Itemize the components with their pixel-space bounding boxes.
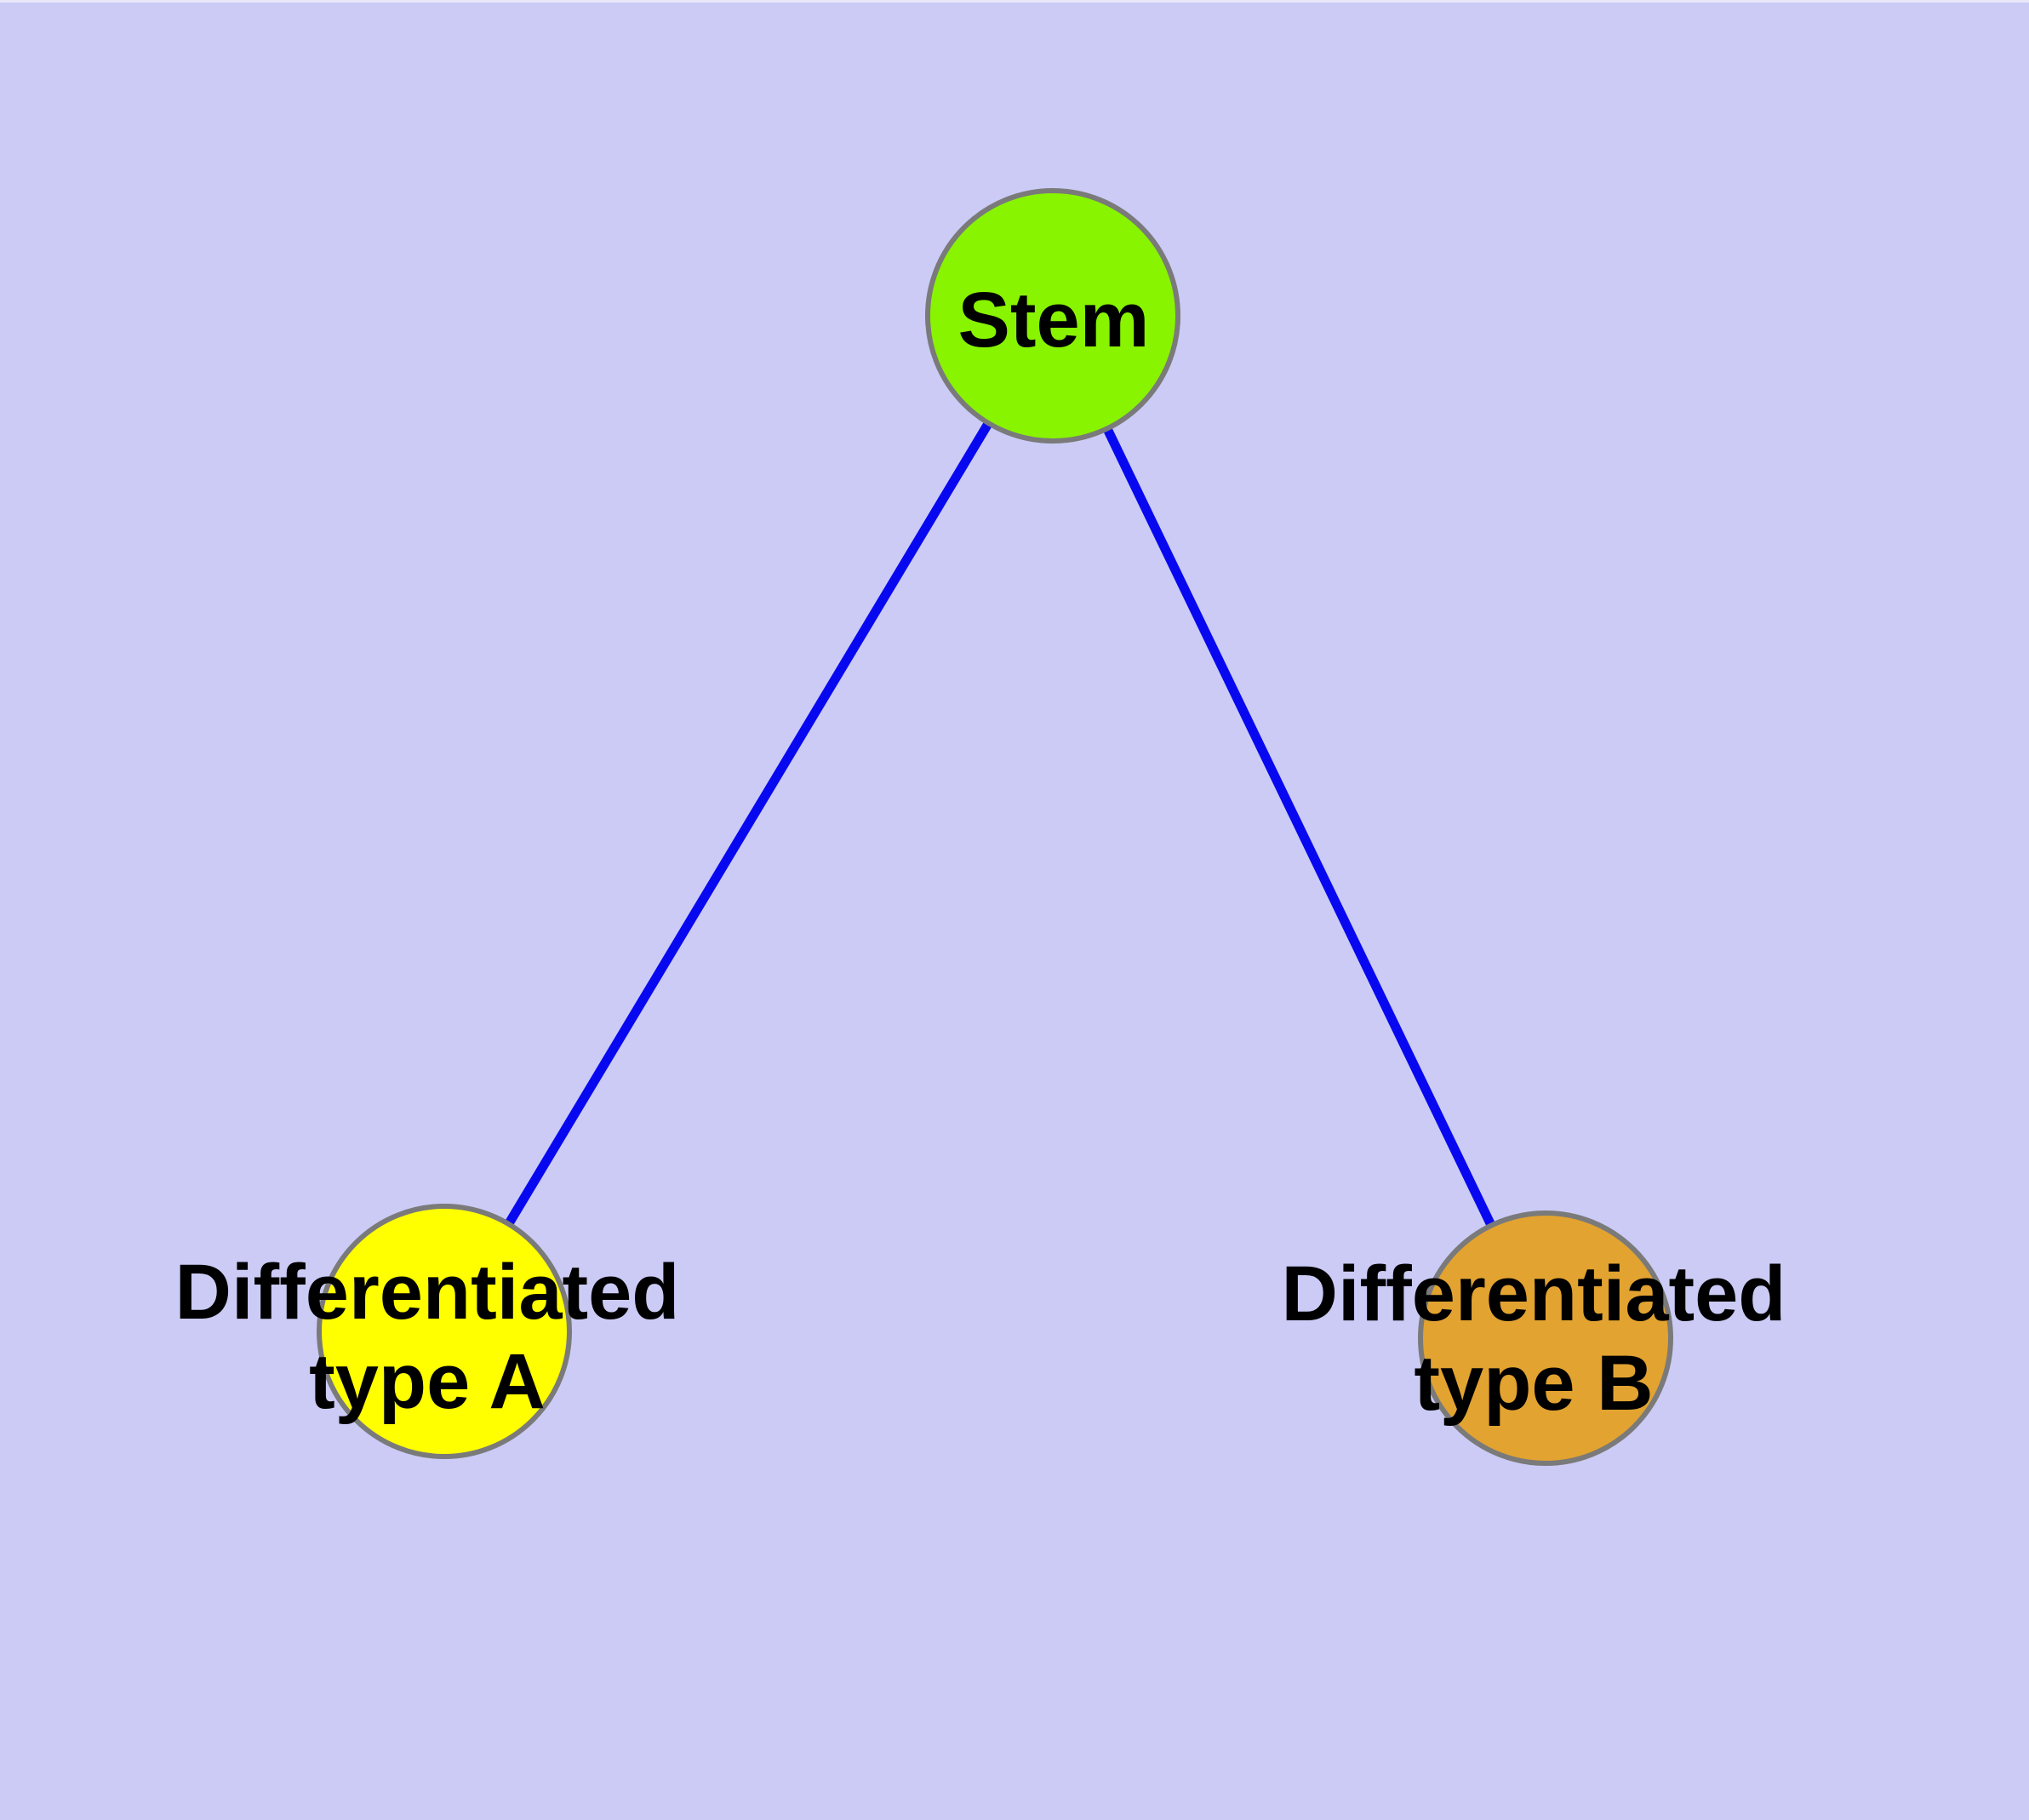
top-edge-highlight bbox=[0, 0, 2029, 3]
node-stem-circle bbox=[925, 188, 1180, 444]
node-differentiated-type-a-label-line-1: Differentiated bbox=[175, 1249, 680, 1336]
node-stem: Stem bbox=[925, 188, 1180, 444]
node-differentiated-type-a-circle bbox=[317, 1204, 572, 1459]
edges-layer bbox=[440, 313, 1550, 1341]
node-differentiated-type-a-label-line-2: type A bbox=[309, 1338, 546, 1425]
node-stem-label-line-1: Stem bbox=[958, 277, 1150, 363]
node-differentiated-type-b-label-line-2: type B bbox=[1414, 1340, 1653, 1427]
node-differentiated-type-b-circle bbox=[1418, 1210, 1673, 1466]
edge-stem-to-type-a bbox=[440, 313, 1057, 1334]
edge-stem-to-type-b bbox=[1049, 313, 1550, 1341]
node-differentiated-type-b-label-line-1: Differentiated bbox=[1282, 1251, 1786, 1337]
